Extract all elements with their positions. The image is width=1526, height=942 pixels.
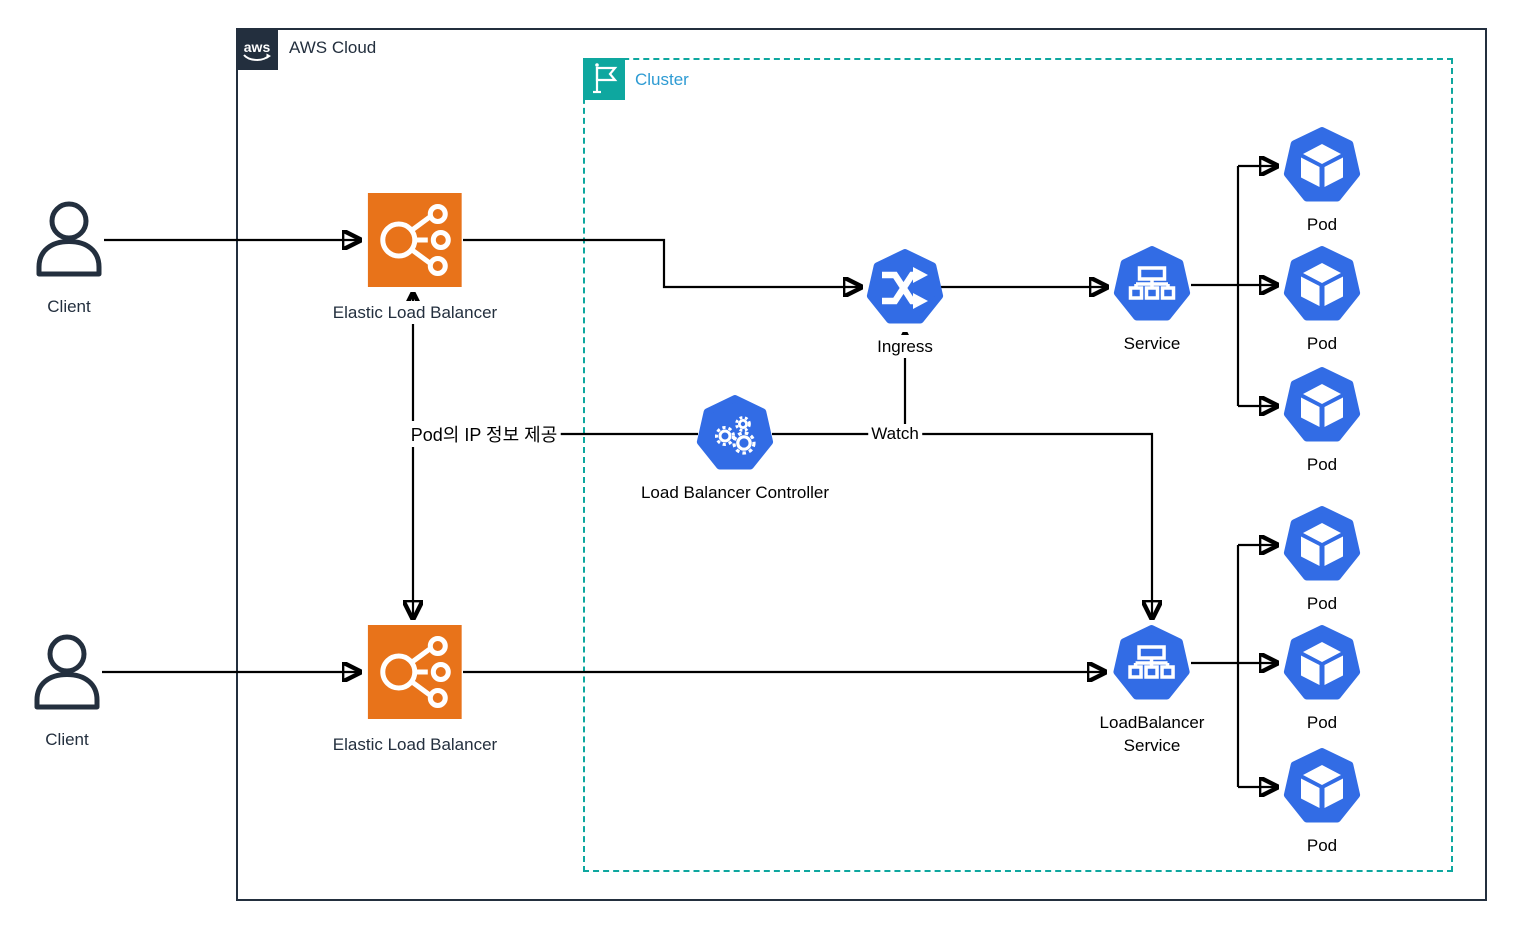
node-elb-2: Elastic Load Balancer [329,625,501,756]
edge-label-provide-ip: Pod의 IP 정보 제공 [407,421,561,447]
cluster-group-box [583,58,1453,872]
k8s-pod-icon [1283,625,1361,700]
k8s-controller-icon [696,395,774,470]
k8s-ingress-icon [866,249,944,324]
service-label: Service [1120,332,1184,355]
aws-logo-icon: aws [236,28,278,70]
pod-label: Pod [1303,592,1341,615]
k8s-pod-icon [1283,367,1361,442]
elastic-load-balancer-icon [368,193,462,287]
pod-label: Pod [1303,213,1341,236]
node-client-1: Client [33,201,105,318]
user-icon [34,634,100,710]
k8s-service-icon [1113,625,1191,700]
node-pod-top-3: Pod [1282,366,1362,476]
elb-label: Elastic Load Balancer [329,301,501,324]
k8s-pod-icon [1283,506,1361,581]
cluster-label: Cluster [635,70,689,89]
aws-cloud-group-box [236,28,1487,901]
node-ingress: Ingress [865,248,945,358]
node-client-2: Client [31,634,103,751]
pod-label: Pod [1303,453,1341,476]
cluster-flag-icon [583,58,625,100]
node-pod-bottom-2: Pod [1282,624,1362,734]
k8s-pod-icon [1283,246,1361,321]
ingress-label: Ingress [874,335,936,358]
aws-logo-text: aws [244,39,271,55]
node-elb-1: Elastic Load Balancer [329,193,501,324]
edge-label-watch: Watch [868,424,922,444]
client-label: Client [44,295,94,318]
k8s-pod-icon [1283,748,1361,823]
k8s-service-icon [1113,246,1191,321]
lb-controller-label: Load Balancer Controller [637,481,833,504]
node-pod-bottom-1: Pod [1282,505,1362,615]
elastic-load-balancer-icon [368,625,462,719]
pod-label: Pod [1303,711,1341,734]
node-lb-controller: Load Balancer Controller [637,394,833,504]
pod-label: Pod [1303,332,1341,355]
node-pod-top-2: Pod [1282,245,1362,355]
pod-label: Pod [1303,834,1341,857]
loadbalancer-service-label: LoadBalancer Service [1096,711,1208,757]
node-loadbalancer-service: LoadBalancer Service [1096,624,1208,757]
aws-cloud-label: AWS Cloud [289,38,377,57]
elb-label: Elastic Load Balancer [329,733,501,756]
node-pod-top-1: Pod [1282,126,1362,236]
node-service: Service [1112,245,1192,355]
user-icon [36,201,102,277]
client-label: Client [42,728,92,751]
node-pod-bottom-3: Pod [1282,747,1362,857]
k8s-pod-icon [1283,127,1361,202]
